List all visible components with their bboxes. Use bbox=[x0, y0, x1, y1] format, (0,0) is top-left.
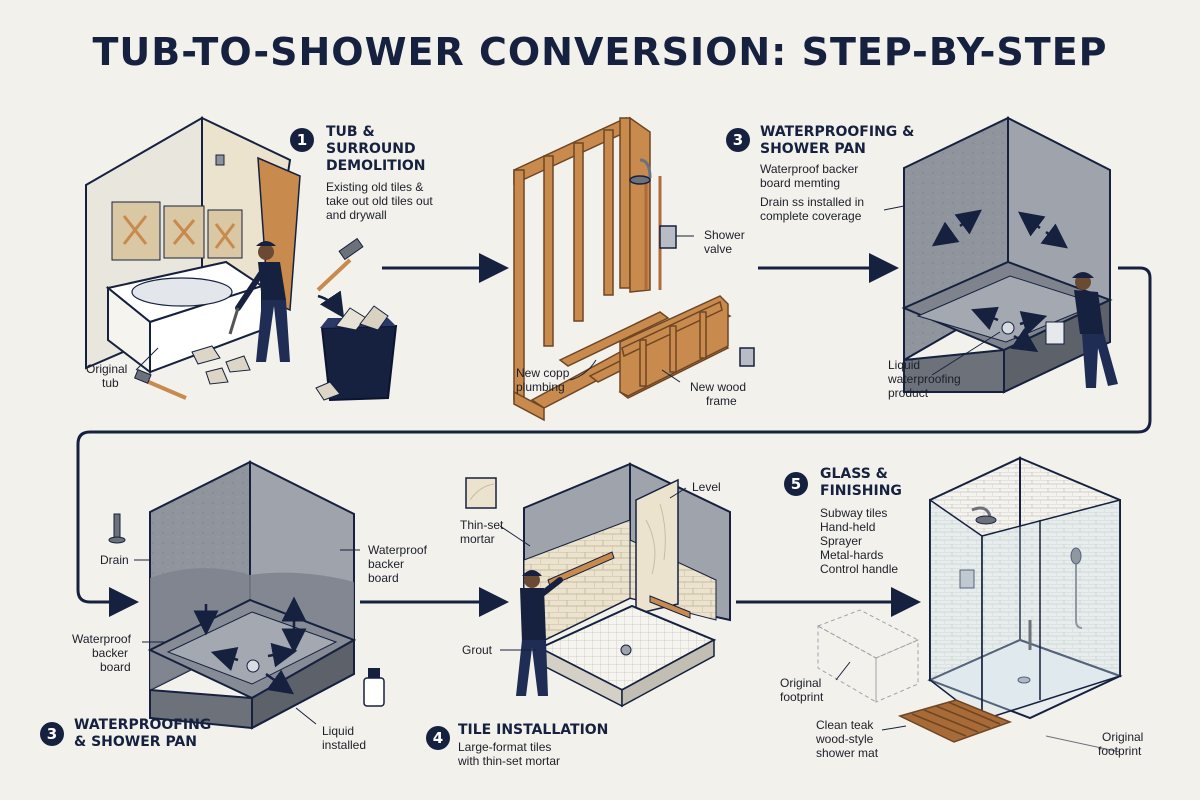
leader-lines bbox=[134, 205, 1001, 731]
step-3b-heading-line-2: & SHOWER PAN bbox=[74, 734, 197, 750]
label-shower-valve-line-1: Shower bbox=[704, 228, 745, 242]
tiling-illustration bbox=[465, 462, 731, 708]
step-4-number: 4 bbox=[426, 726, 450, 750]
step-4-desc-line-2: with thin-set mortar bbox=[458, 754, 561, 768]
label-plumbing-line-1: New copp bbox=[516, 366, 570, 380]
step-3b-heading-line-1: WATERPROOFING bbox=[74, 717, 212, 733]
label-footprint-right-line-2: footprint bbox=[1098, 744, 1142, 758]
label-footprint-right-line-1: Original bbox=[1102, 730, 1144, 744]
step-1-heading-line-1: TUB & bbox=[326, 124, 375, 140]
label-mat-line-1: Clean teak bbox=[816, 718, 874, 732]
step-3a-number: 3 bbox=[726, 128, 750, 152]
label-original-tub-line-2: tub bbox=[102, 376, 119, 390]
shower-pan-illustration bbox=[108, 460, 385, 730]
step-5-heading-line-1: GLASS & bbox=[820, 466, 888, 482]
page-title: TUB-TO-SHOWER CONVERSION: STEP-BY-STEP bbox=[92, 30, 1108, 74]
label-liquid-product-line-2: waterproofing bbox=[888, 372, 961, 386]
framing-illustration bbox=[513, 116, 755, 422]
step-5-number: 5 bbox=[784, 472, 808, 496]
step-3b-number: 3 bbox=[40, 722, 64, 746]
step-3a-heading-line-1: WATERPROOFING & bbox=[760, 124, 915, 140]
label-backer-left-line-1: Waterproof bbox=[72, 632, 131, 646]
step-3a-desc-line-4: complete coverage bbox=[760, 209, 862, 223]
step-1-desc-line-1: Existing old tiles & bbox=[326, 180, 424, 194]
step-3a-desc-line-2: board memting bbox=[760, 176, 841, 190]
waterproofing-corner-illustration bbox=[901, 116, 1118, 394]
demolition-illustration bbox=[85, 116, 398, 402]
label-thinset-line-1: Thin-set bbox=[460, 518, 504, 532]
step-1-heading-line-3: DEMOLITION bbox=[326, 158, 426, 174]
step-5-list-line-2: Hand-held bbox=[820, 520, 876, 534]
label-wood-frame-line-2: frame bbox=[706, 394, 737, 408]
step-1-heading-line-2: SURROUND bbox=[326, 141, 416, 157]
step-5-list-line-1: Subway tiles bbox=[820, 506, 888, 520]
step-5-list-line-4: Metal-hards bbox=[820, 548, 884, 562]
label-liquid-product-line-3: product bbox=[888, 386, 929, 400]
step-1-desc-line-2: take out old tiles out bbox=[326, 194, 433, 208]
flow-arrow-row-wrap bbox=[76, 266, 1152, 617]
label-level: Level bbox=[692, 480, 721, 494]
label-plumbing-line-2: plumbing bbox=[516, 380, 565, 394]
label-liquid-installed-line-1: Liquid bbox=[322, 724, 355, 738]
step-5-heading-line-2: FINISHING bbox=[820, 483, 902, 499]
label-original-tub-line-1: Original bbox=[86, 362, 128, 376]
label-liquid-installed-line-2: installed bbox=[322, 738, 367, 752]
label-backer-right-line-1: Waterproof bbox=[368, 543, 427, 557]
label-grout: Grout bbox=[462, 643, 493, 657]
glass-shower-illustration bbox=[816, 456, 1123, 753]
step-1-number: 1 bbox=[290, 128, 314, 152]
step-4-desc-line-1: Large-format tiles bbox=[458, 740, 552, 754]
label-backer-right-line-3: board bbox=[368, 571, 399, 585]
label-wood-frame-line-1: New wood bbox=[690, 380, 747, 394]
label-backer-left-line-2: backer bbox=[92, 646, 129, 660]
step-4-heading: TILE INSTALLATION bbox=[458, 722, 609, 738]
step-3a-desc-line-3: Drain ss installed in bbox=[760, 195, 865, 209]
step-5-list-line-3: Sprayer bbox=[820, 534, 863, 548]
step-1-desc-line-3: and drywall bbox=[326, 208, 387, 222]
step-5-list-line-5: Control handle bbox=[820, 562, 899, 576]
label-footprint-left-line-2: footprint bbox=[780, 690, 824, 704]
label-shower-valve-line-2: valve bbox=[704, 242, 733, 256]
label-backer-left-line-3: board bbox=[100, 660, 131, 674]
label-footprint-left-line-1: Original bbox=[780, 676, 822, 690]
label-liquid-product-line-1: Liquid bbox=[888, 358, 921, 372]
label-mat-line-3: shower mat bbox=[816, 746, 879, 760]
label-thinset-line-2: mortar bbox=[460, 532, 495, 546]
step-3a-heading-line-2: SHOWER PAN bbox=[760, 141, 866, 157]
label-drain: Drain bbox=[100, 553, 129, 567]
label-backer-right-line-2: backer bbox=[368, 557, 405, 571]
step-3a-desc-line-1: Waterproof backer bbox=[760, 162, 859, 176]
label-mat-line-2: wood-style bbox=[816, 732, 874, 746]
flow-arrows bbox=[76, 253, 1152, 617]
